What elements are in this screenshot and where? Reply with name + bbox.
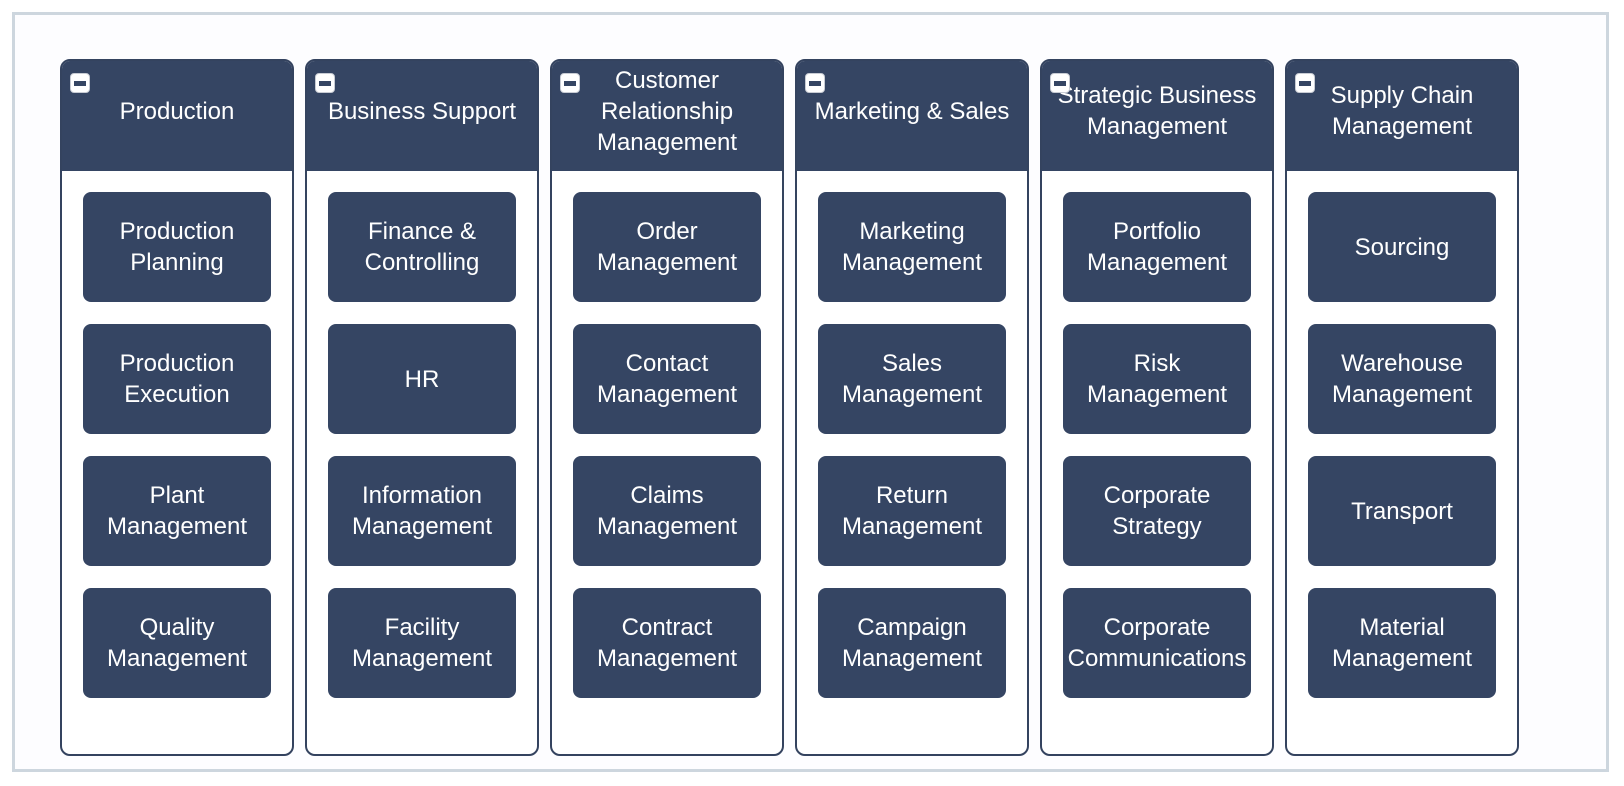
- capability-card[interactable]: Sourcing: [1308, 192, 1496, 302]
- capability-card[interactable]: Corporate Communications: [1063, 588, 1251, 698]
- card-label: Marketing Management: [841, 218, 983, 276]
- card-label: Claims Management: [596, 482, 738, 540]
- card-label: Plant Management: [106, 482, 248, 540]
- capability-card[interactable]: Finance & Controlling: [328, 192, 516, 302]
- capability-card[interactable]: Production Execution: [83, 324, 271, 434]
- collapse-icon[interactable]: [1295, 73, 1315, 93]
- card-label: Risk Management: [1086, 350, 1228, 408]
- column-supply-chain-management: Supply Chain Management Sourcing Warehou…: [1285, 59, 1519, 756]
- capability-card[interactable]: Sales Management: [818, 324, 1006, 434]
- capability-card[interactable]: Production Planning: [83, 192, 271, 302]
- card-label: Contract Management: [596, 614, 738, 672]
- column-marketing-sales: Marketing & Sales Marketing Management S…: [795, 59, 1029, 756]
- card-label: Warehouse Management: [1331, 350, 1473, 408]
- capability-card[interactable]: Portfolio Management: [1063, 192, 1251, 302]
- card-label: Corporate Communications: [1067, 614, 1247, 672]
- capability-card[interactable]: Warehouse Management: [1308, 324, 1496, 434]
- column-header: Production: [62, 61, 292, 171]
- collapse-icon[interactable]: [1050, 73, 1070, 93]
- capability-card[interactable]: Contact Management: [573, 324, 761, 434]
- collapse-icon[interactable]: [805, 73, 825, 93]
- column-title: Customer Relationship Management: [596, 66, 738, 156]
- card-label: HR: [404, 365, 440, 393]
- column-header: Marketing & Sales: [797, 61, 1027, 171]
- capability-card[interactable]: Order Management: [573, 192, 761, 302]
- collapse-icon[interactable]: [70, 73, 90, 93]
- column-title: Supply Chain Management: [1330, 82, 1474, 140]
- card-label: Information Management: [351, 482, 493, 540]
- card-label: Production Planning: [119, 218, 235, 276]
- column-header: Customer Relationship Management: [552, 61, 782, 171]
- card-label: Sales Management: [841, 350, 983, 408]
- capability-card[interactable]: Marketing Management: [818, 192, 1006, 302]
- capability-card[interactable]: Corporate Strategy: [1063, 456, 1251, 566]
- column-title: Business Support: [327, 97, 517, 125]
- capability-card[interactable]: Campaign Management: [818, 588, 1006, 698]
- card-label: Contact Management: [596, 350, 738, 408]
- card-label: Finance & Controlling: [364, 218, 480, 276]
- column-title: Production: [119, 97, 235, 125]
- column-production: Production Production Planning Productio…: [60, 59, 294, 756]
- capability-card[interactable]: Information Management: [328, 456, 516, 566]
- collapse-icon[interactable]: [315, 73, 335, 93]
- card-label: Production Execution: [119, 350, 235, 408]
- capability-card[interactable]: HR: [328, 324, 516, 434]
- diagram-frame: Production Production Planning Productio…: [12, 12, 1609, 772]
- card-label: Material Management: [1331, 614, 1473, 672]
- capability-card[interactable]: Quality Management: [83, 588, 271, 698]
- capability-card[interactable]: Return Management: [818, 456, 1006, 566]
- capability-card[interactable]: Contract Management: [573, 588, 761, 698]
- capability-card[interactable]: Claims Management: [573, 456, 761, 566]
- column-header: Supply Chain Management: [1287, 61, 1517, 171]
- column-header: Strategic Business Management: [1042, 61, 1272, 171]
- capability-card[interactable]: Risk Management: [1063, 324, 1251, 434]
- column-business-support: Business Support Finance & Controlling H…: [305, 59, 539, 756]
- card-label: Quality Management: [106, 614, 248, 672]
- column-strategic-business-management: Strategic Business Management Portfolio …: [1040, 59, 1274, 756]
- card-label: Sourcing: [1354, 233, 1450, 261]
- capability-card[interactable]: Material Management: [1308, 588, 1496, 698]
- capability-card[interactable]: Facility Management: [328, 588, 516, 698]
- card-label: Facility Management: [351, 614, 493, 672]
- card-label: Corporate Strategy: [1103, 482, 1211, 540]
- card-label: Return Management: [841, 482, 983, 540]
- column-customer-relationship-management: Customer Relationship Management Order M…: [550, 59, 784, 756]
- column-header: Business Support: [307, 61, 537, 171]
- card-label: Portfolio Management: [1086, 218, 1228, 276]
- card-label: Order Management: [596, 218, 738, 276]
- capability-card[interactable]: Transport: [1308, 456, 1496, 566]
- column-title: Marketing & Sales: [814, 97, 1010, 125]
- column-title: Strategic Business Management: [1057, 82, 1257, 140]
- card-label: Campaign Management: [841, 614, 983, 672]
- collapse-icon[interactable]: [560, 73, 580, 93]
- card-label: Transport: [1351, 497, 1453, 525]
- capability-card[interactable]: Plant Management: [83, 456, 271, 566]
